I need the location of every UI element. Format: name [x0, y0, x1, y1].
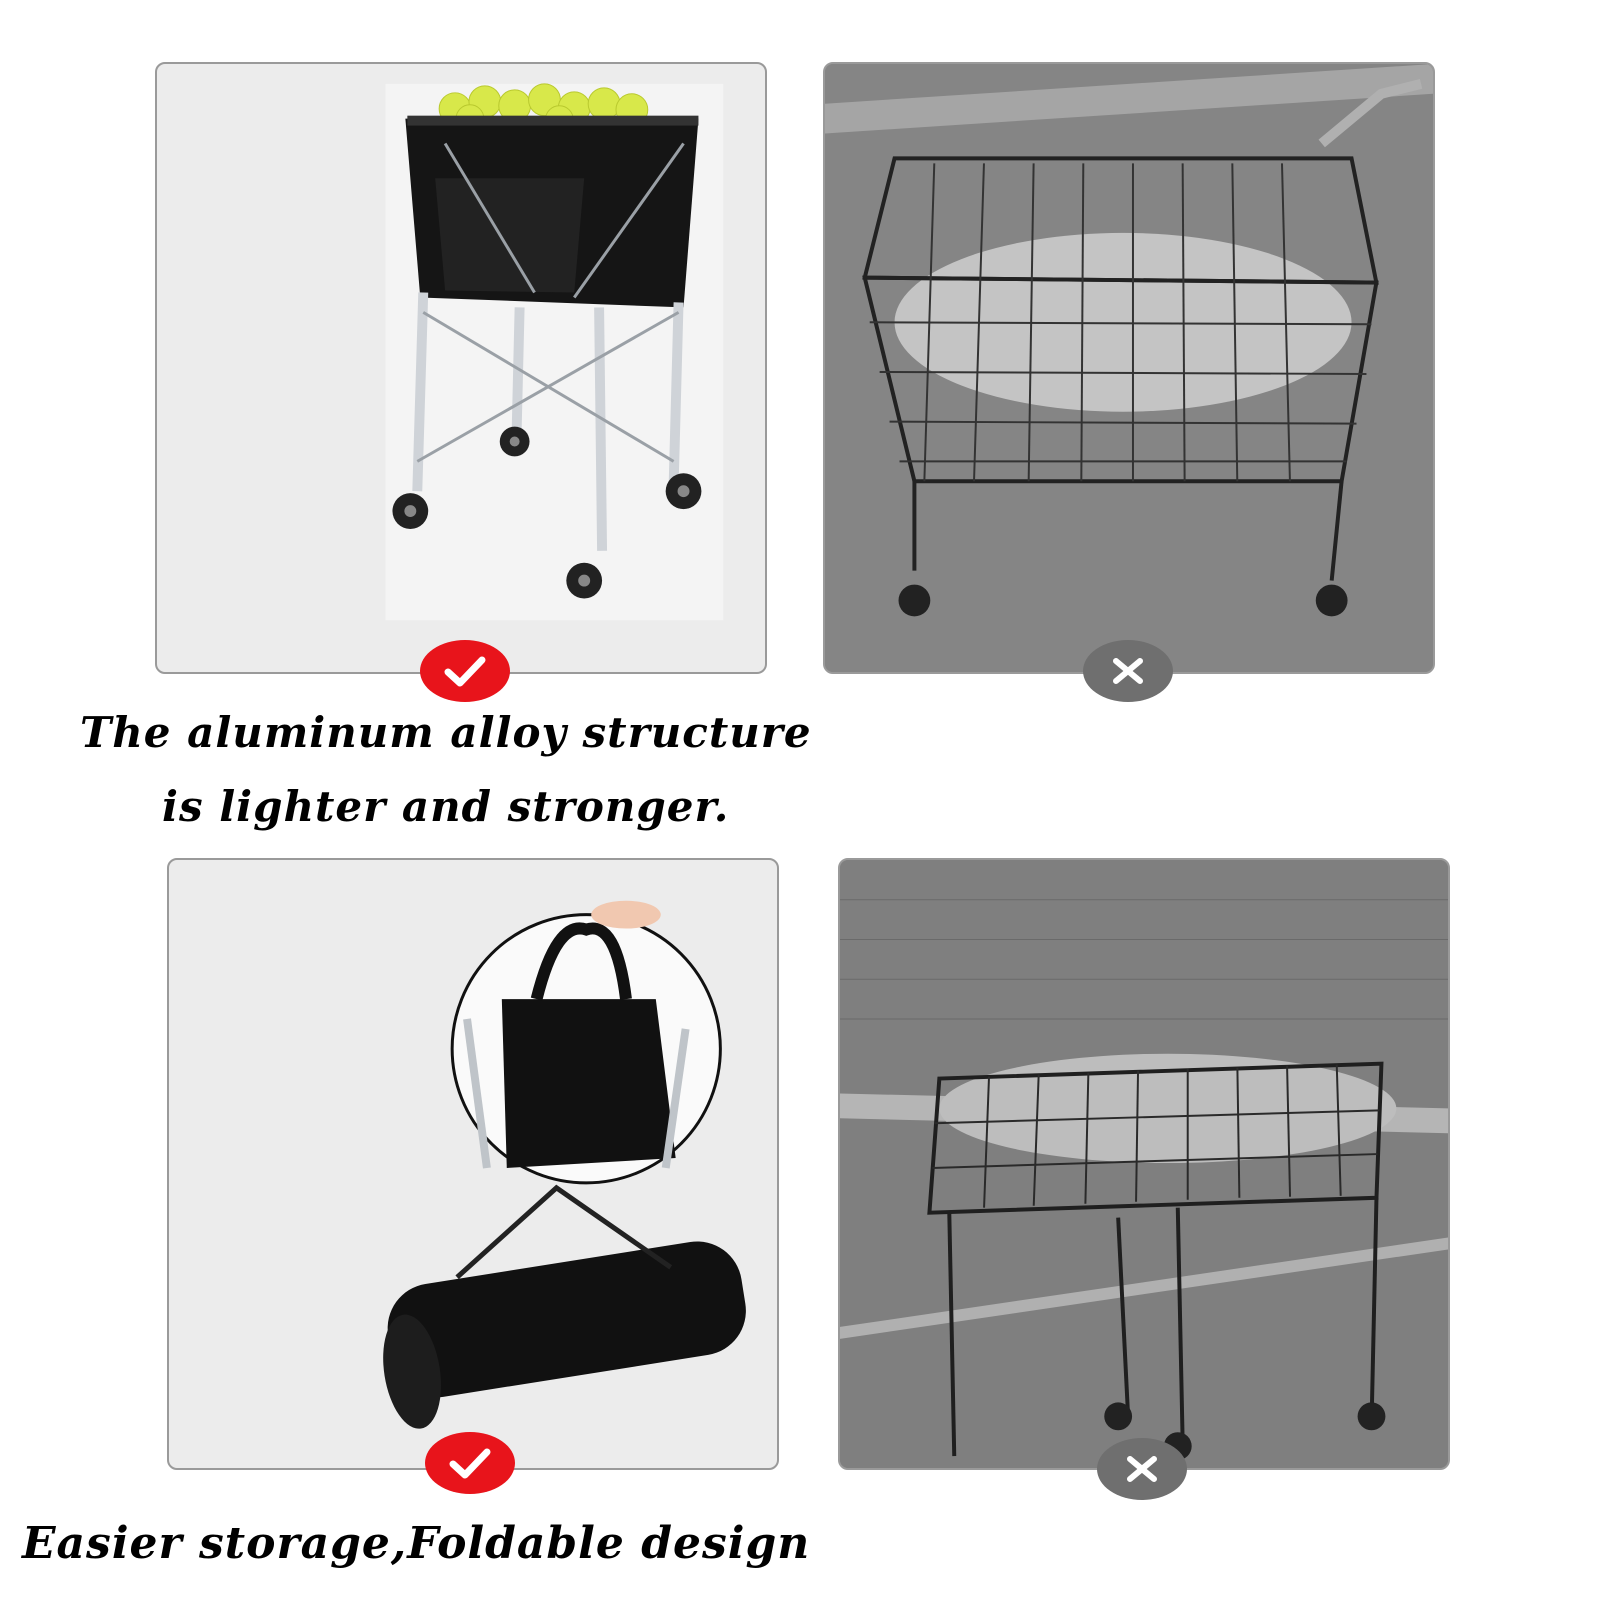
check-badge-1: [420, 640, 510, 702]
x-icon: [1127, 1456, 1157, 1482]
folded-cart-illustration: [383, 900, 746, 1429]
caption-aluminum-line-2: is lighter and stronger.: [162, 782, 730, 831]
x-icon: [1113, 658, 1143, 684]
caption-aluminum-line-1: The aluminum alloy structure: [80, 708, 812, 757]
check-badge-2: [425, 1432, 515, 1494]
check-icon: [444, 656, 486, 687]
product-image-folded-cart: [167, 858, 779, 1470]
cross-badge-1: [1083, 640, 1173, 702]
non-foldable-cart-illustration: [840, 860, 1448, 1468]
inset-bag: [463, 900, 690, 1169]
wire-cart-illustration: [825, 64, 1433, 672]
check-icon: [449, 1448, 491, 1479]
product-image-wire-cart: [823, 62, 1435, 674]
cross-badge-2: [1097, 1438, 1187, 1500]
aluminum-cart-illustration: [385, 83, 724, 621]
product-image-aluminum-cart: [155, 62, 767, 674]
product-image-non-foldable-cart: [838, 858, 1450, 1470]
carry-bag: [383, 1184, 746, 1429]
caption-storage: Easier storage,Foldable design: [22, 1518, 811, 1569]
